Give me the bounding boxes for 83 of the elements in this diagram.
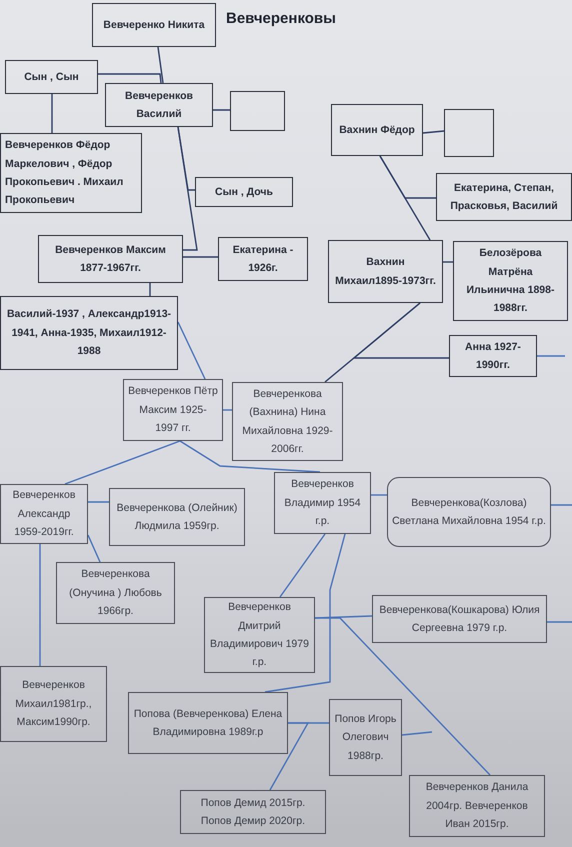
person-name: Сын , Сын: [24, 70, 79, 85]
person-name: Екатерина - 1926г.: [232, 242, 294, 276]
person-box: [232, 382, 343, 461]
empty-box: [230, 91, 285, 131]
connector-line: [371, 494, 387, 496]
person-name: Вевчеренков Василий: [124, 88, 194, 122]
person-box: [56, 562, 175, 624]
connector-line: [422, 130, 444, 134]
person-box: [328, 240, 443, 303]
connector-line: [379, 156, 431, 240]
person-name: Вевчеренков Владимир 1954 г.р.: [283, 477, 362, 530]
person-name: Вевчеренков Данила 2004гр. Вевчеренков Иван 2015гр.: [424, 780, 530, 832]
connector-line: [213, 109, 230, 111]
connector-line: [149, 283, 151, 296]
person-box: [128, 692, 288, 754]
person-name: Вахнин Фёдор: [339, 122, 415, 138]
person-box: [436, 173, 572, 221]
person-name: Попов Игорь Олегович 1988гр.: [334, 712, 397, 764]
person-box: [0, 133, 142, 213]
person-name: Вевчеренков Михаил1981гр., Максим1990гр.: [14, 678, 93, 730]
connector-line: [402, 731, 432, 736]
person-box: [329, 699, 402, 776]
person-box: [180, 790, 326, 834]
person-box: [453, 241, 568, 321]
person-box: [109, 488, 245, 546]
connector-line: [551, 504, 572, 506]
person-box: [0, 666, 107, 742]
connector-line: [64, 440, 180, 485]
person-name: Попова (Вевчеренкова) Елена Владимировна 1989г.р: [133, 706, 283, 740]
person-box: [372, 595, 547, 643]
connector-line: [87, 534, 101, 562]
person-box: [0, 296, 178, 370]
person-name: Екатерина, Степан, Прасковья, Василий: [449, 180, 559, 214]
person-box: [218, 237, 308, 281]
person-box: [5, 60, 98, 94]
person-name: Вевчеренков Александр 1959-2019гг.: [12, 488, 76, 540]
person-name: Вевчеренкова (Вахнина) Нина Михайловна 1929-2006гг.: [241, 386, 334, 457]
person-name: Вевчеренкова(Кошкарова) Юлия Сергеевна 1979 г.р.: [378, 602, 541, 636]
connector-line: [314, 615, 372, 619]
connector-line: [223, 409, 232, 411]
connector-line: [183, 256, 218, 258]
connector-line: [177, 126, 198, 251]
connector-line: [279, 534, 326, 598]
person-box: [38, 235, 183, 283]
connector-line: [352, 302, 449, 359]
person-box: [0, 484, 88, 544]
person-box: [387, 477, 551, 547]
person-box: [195, 177, 293, 207]
person-name: Вевчеренкова (Олейник) Людмила 1959гр.: [116, 500, 238, 534]
person-name: Вевчеренкова(Козлова) Светлана Михайловна 1954 г.р.: [392, 496, 546, 529]
person-name: Анна 1927-1990гг.: [464, 340, 522, 373]
connector-line: [39, 544, 41, 666]
connector-line: [269, 722, 310, 790]
person-name: Вевчеренков Максим 1877-1967гг.: [54, 242, 167, 276]
connector-line: [51, 94, 53, 133]
connector-line: [315, 617, 490, 776]
person-box: [92, 3, 216, 47]
person-box: [105, 83, 213, 127]
connector-line: [157, 46, 164, 84]
person-name: Вахнин Михаил1895-1973гг.: [334, 255, 437, 288]
person-box: [331, 104, 423, 156]
person-name: Сын , Дочь: [215, 184, 273, 200]
person-name: Белозёрова Матрёна Ильинична 1898-1988гг.: [466, 246, 556, 316]
connector-line: [264, 534, 346, 693]
person-name: Василий-1937 , Александр1913-1941, Анна-1935, Михаил1912-1988: [6, 307, 172, 360]
person-name: Вевчеренков Дмитрий Владимирович 1979 г.р.: [209, 600, 310, 670]
connector-line: [177, 322, 206, 380]
person-box: [449, 335, 537, 377]
person-name: Попов Демид 2015гр. Попов Демир 2020гр.: [200, 796, 306, 829]
person-box: [409, 775, 545, 837]
person-name: Вевчеренкова (Онучина ) Любовь 1966гр.: [68, 567, 163, 620]
connector-line: [537, 355, 565, 357]
title: Вевчеренковы: [226, 10, 336, 27]
person-name: Вевчеренков Пётр Максим 1925-1997 гг.: [128, 384, 218, 436]
empty-box: [444, 109, 494, 157]
connector-line: [88, 501, 109, 503]
connector-line: [547, 621, 572, 623]
connector-line: [98, 73, 162, 84]
connector-line: [443, 261, 453, 263]
person-name: Вевчеренко Никита: [103, 18, 205, 33]
person-box: [274, 472, 371, 534]
connector-line: [180, 440, 320, 473]
person-name: Вевчеренков Фёдор Маркелович , Фёдор Прокопьевич . Михаил Прокопьевич: [5, 138, 124, 208]
